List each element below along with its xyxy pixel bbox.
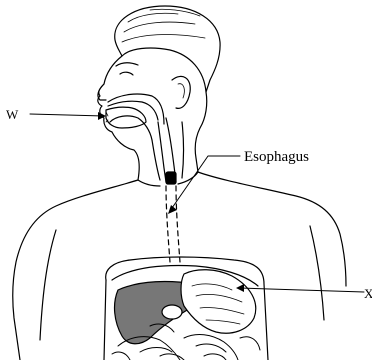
w-arrowhead xyxy=(98,112,106,120)
eyebrow xyxy=(116,63,138,66)
throat-outline xyxy=(152,140,160,180)
ear xyxy=(172,76,190,108)
eye xyxy=(120,72,133,75)
label-esophagus: Esophagus xyxy=(244,149,309,165)
pharynx-left-wall xyxy=(158,122,166,182)
abdominal-cavity-left xyxy=(104,280,106,360)
gall-bladder xyxy=(162,305,182,319)
throat-outline-back xyxy=(182,122,184,178)
label-x: X xyxy=(364,286,372,301)
left-shoulder xyxy=(13,180,138,360)
x-leader-line xyxy=(240,288,364,292)
label-w: W xyxy=(6,107,19,122)
ear-inner xyxy=(178,84,184,98)
left-arm-line xyxy=(40,230,56,340)
neck-right xyxy=(178,172,198,184)
w-leader-line xyxy=(30,114,104,116)
right-arm-line xyxy=(310,226,324,320)
esophagus-top xyxy=(166,172,176,184)
mouth-cavity xyxy=(106,107,146,128)
neck-left xyxy=(138,180,160,186)
esophagus-dashed xyxy=(166,186,180,262)
stomach xyxy=(181,270,256,334)
esophagus-arrowhead xyxy=(168,205,177,214)
hair xyxy=(115,6,220,92)
esophagus-leader-line xyxy=(172,156,240,208)
